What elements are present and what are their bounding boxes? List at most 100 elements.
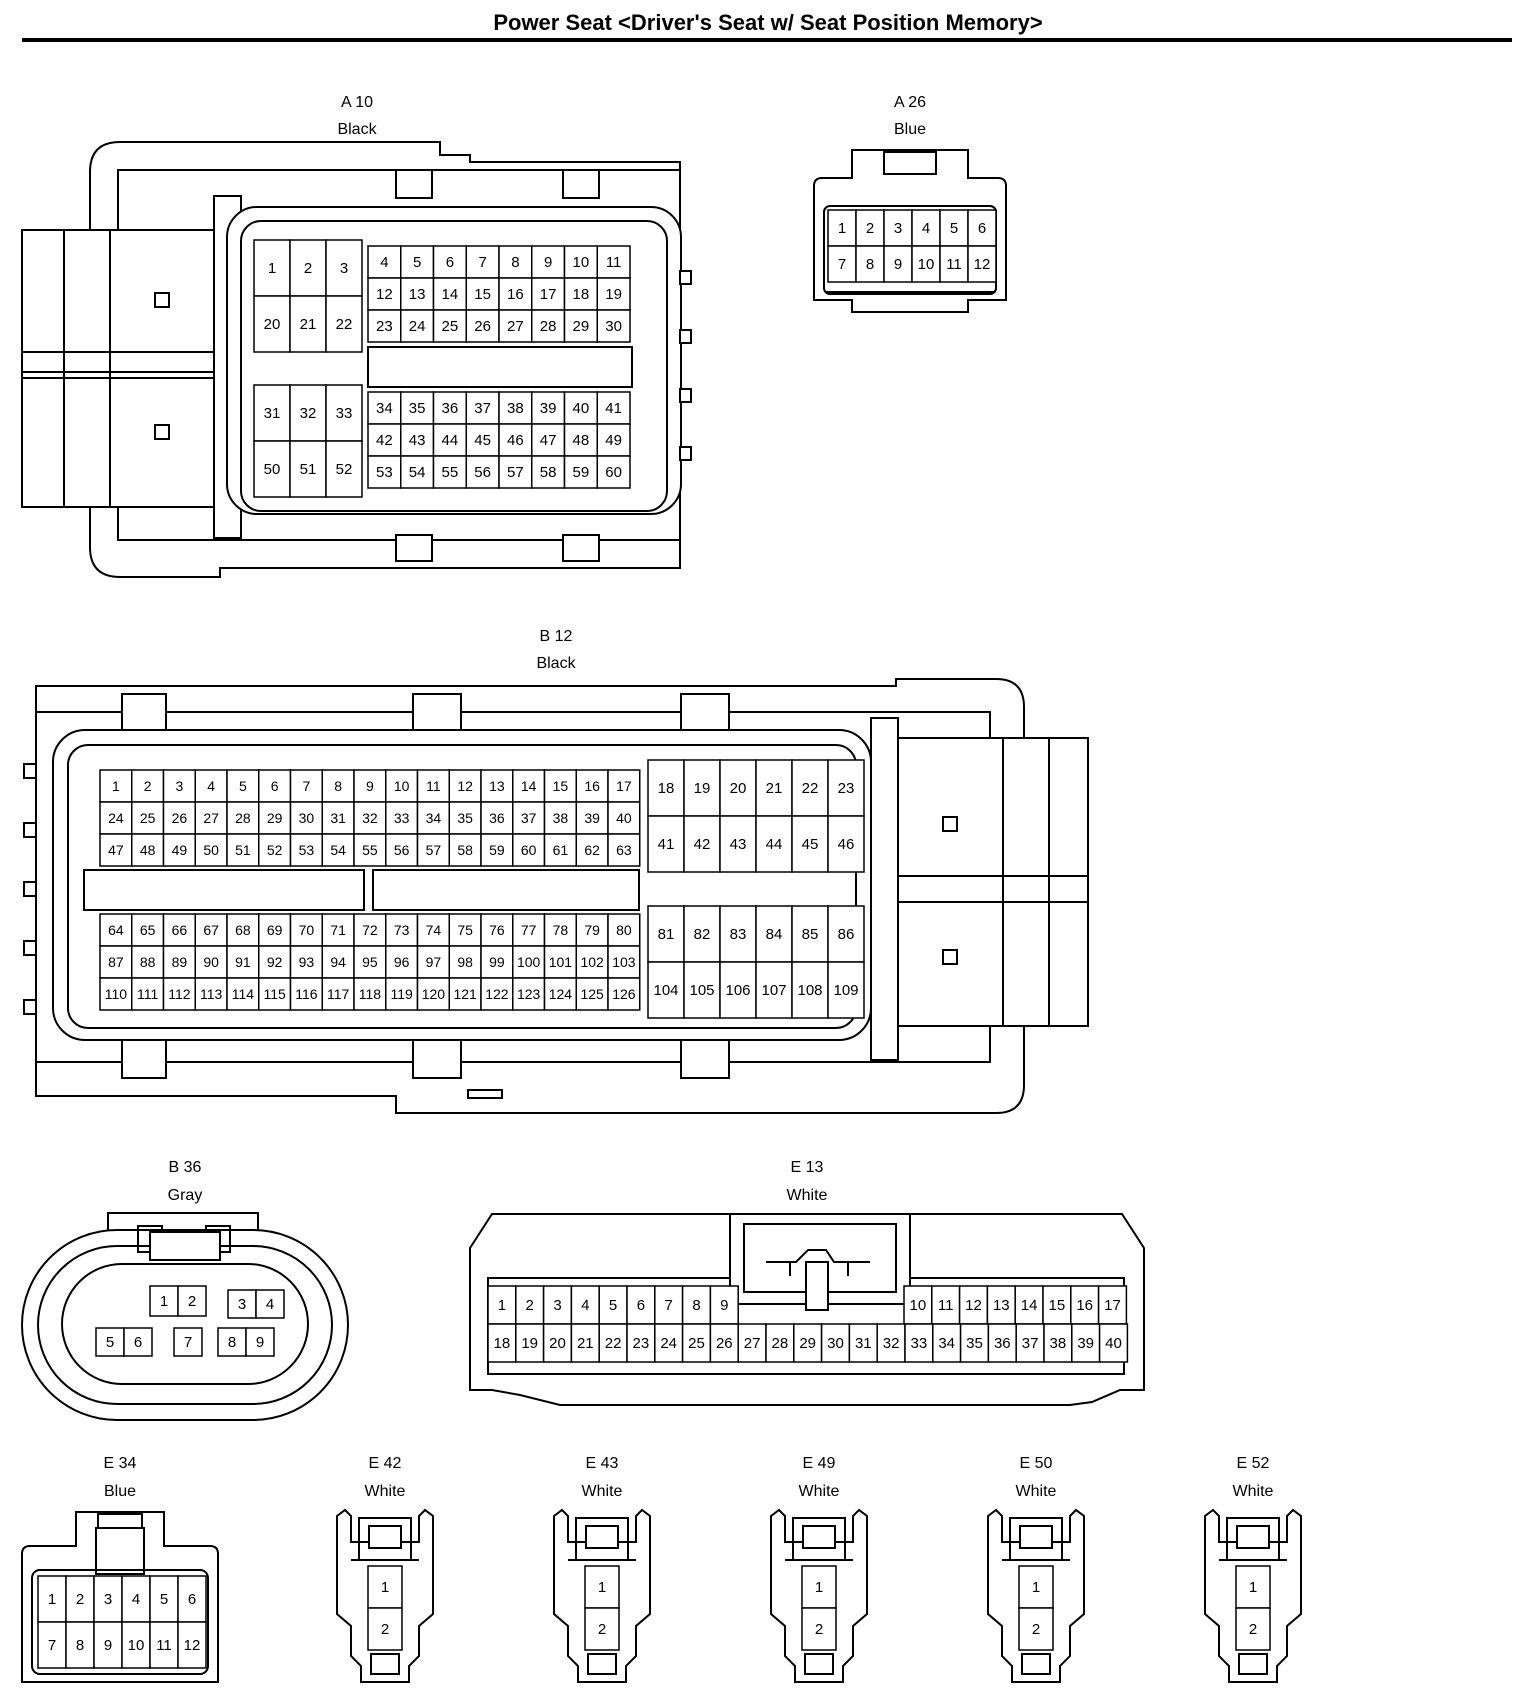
pin-11: 11 bbox=[939, 245, 969, 283]
pin-48: 48 bbox=[131, 833, 165, 867]
connector-b12-name: B 12 bbox=[540, 628, 573, 645]
pin-3: 3 bbox=[325, 239, 363, 297]
pin-104: 104 bbox=[647, 961, 685, 1019]
pin-57: 57 bbox=[498, 455, 533, 489]
svg-text:11: 11 bbox=[426, 778, 441, 794]
pin-50: 50 bbox=[194, 833, 228, 867]
pin-24: 24 bbox=[99, 801, 133, 835]
pin-37: 37 bbox=[512, 801, 546, 835]
pin-18: 18 bbox=[647, 759, 685, 817]
svg-text:45: 45 bbox=[474, 432, 491, 449]
pin-51: 51 bbox=[289, 440, 327, 498]
connector-e34-housing bbox=[21, 1511, 219, 1683]
pin-28: 28 bbox=[226, 801, 260, 835]
pin-26: 26 bbox=[709, 1323, 739, 1363]
svg-text:124: 124 bbox=[549, 986, 573, 1002]
pin-69: 69 bbox=[258, 913, 292, 947]
pin-2: 2 bbox=[289, 239, 327, 297]
svg-text:28: 28 bbox=[772, 1335, 789, 1352]
svg-text:3: 3 bbox=[340, 260, 348, 277]
connector-e42: E 42 White 12 bbox=[336, 1455, 434, 1683]
pin-50: 50 bbox=[253, 440, 291, 498]
pin-12: 12 bbox=[958, 1285, 989, 1325]
connector-a26-color: Blue bbox=[894, 121, 926, 138]
pin-56: 56 bbox=[465, 455, 500, 489]
svg-text:8: 8 bbox=[334, 778, 342, 794]
pin-117: 117 bbox=[321, 977, 355, 1011]
pin-75: 75 bbox=[448, 913, 482, 947]
svg-text:29: 29 bbox=[573, 318, 590, 335]
svg-text:6: 6 bbox=[978, 220, 986, 237]
pin-44: 44 bbox=[755, 815, 793, 873]
pin-33: 33 bbox=[904, 1323, 934, 1363]
svg-text:4: 4 bbox=[207, 778, 215, 794]
pin-10: 10 bbox=[121, 1621, 151, 1669]
pin-20: 20 bbox=[719, 759, 757, 817]
pin-11: 11 bbox=[931, 1285, 961, 1325]
pin-94: 94 bbox=[321, 945, 355, 979]
svg-text:24: 24 bbox=[660, 1335, 677, 1352]
svg-text:115: 115 bbox=[263, 986, 286, 1002]
pin-9: 9 bbox=[245, 1327, 275, 1357]
svg-text:1: 1 bbox=[160, 1293, 168, 1310]
svg-text:13: 13 bbox=[489, 778, 505, 794]
svg-text:85: 85 bbox=[802, 926, 819, 943]
pin-45: 45 bbox=[465, 423, 500, 457]
svg-text:7: 7 bbox=[184, 1334, 192, 1351]
svg-text:28: 28 bbox=[235, 810, 251, 826]
pin-17: 17 bbox=[1097, 1285, 1128, 1325]
page-title: Power Seat <Driver's Seat w/ Seat Positi… bbox=[493, 10, 1043, 35]
title-rule bbox=[22, 38, 1512, 42]
pin-7: 7 bbox=[37, 1621, 67, 1669]
pin-40: 40 bbox=[563, 391, 598, 425]
svg-text:1: 1 bbox=[1249, 1579, 1257, 1596]
svg-text:104: 104 bbox=[653, 982, 678, 999]
pin-28: 28 bbox=[765, 1323, 795, 1363]
pin-8: 8 bbox=[217, 1327, 247, 1357]
pin-58: 58 bbox=[448, 833, 482, 867]
svg-text:40: 40 bbox=[573, 400, 590, 417]
svg-text:4: 4 bbox=[266, 1296, 274, 1313]
pin-1: 1 bbox=[149, 1285, 179, 1317]
pin-9: 9 bbox=[709, 1285, 739, 1325]
pin-70: 70 bbox=[289, 913, 323, 947]
svg-text:89: 89 bbox=[172, 954, 188, 970]
pin-68: 68 bbox=[226, 913, 260, 947]
svg-text:71: 71 bbox=[330, 922, 346, 938]
svg-text:36: 36 bbox=[442, 400, 459, 417]
pin-2: 2 bbox=[65, 1575, 95, 1623]
svg-text:88: 88 bbox=[140, 954, 156, 970]
svg-text:6: 6 bbox=[271, 778, 279, 794]
connector-a10-name: A 10 bbox=[341, 94, 373, 111]
pin-93: 93 bbox=[289, 945, 323, 979]
pin-37: 37 bbox=[1015, 1323, 1045, 1363]
pin-17: 17 bbox=[531, 277, 566, 311]
svg-text:23: 23 bbox=[376, 318, 393, 335]
connector-e13-housing bbox=[469, 1213, 1145, 1406]
svg-text:34: 34 bbox=[938, 1335, 955, 1352]
connector-e42-housing: 12 bbox=[336, 1508, 434, 1683]
pin-3: 3 bbox=[227, 1289, 257, 1319]
svg-text:33: 33 bbox=[336, 405, 353, 422]
svg-text:31: 31 bbox=[330, 810, 346, 826]
svg-text:7: 7 bbox=[478, 254, 486, 271]
connector-e34-name: E 34 bbox=[104, 1455, 137, 1472]
svg-text:13: 13 bbox=[409, 286, 426, 303]
pin-24: 24 bbox=[400, 309, 435, 343]
svg-text:51: 51 bbox=[235, 842, 251, 858]
pin-32: 32 bbox=[353, 801, 387, 835]
svg-text:7: 7 bbox=[838, 256, 846, 273]
svg-text:8: 8 bbox=[692, 1297, 700, 1314]
pin-17: 17 bbox=[607, 769, 641, 803]
svg-text:3: 3 bbox=[238, 1296, 246, 1313]
pin-44: 44 bbox=[432, 423, 467, 457]
pin-123: 123 bbox=[512, 977, 546, 1011]
svg-text:1: 1 bbox=[112, 778, 120, 794]
pin-11: 11 bbox=[596, 245, 631, 279]
pin-39: 39 bbox=[531, 391, 566, 425]
svg-text:100: 100 bbox=[517, 954, 541, 970]
